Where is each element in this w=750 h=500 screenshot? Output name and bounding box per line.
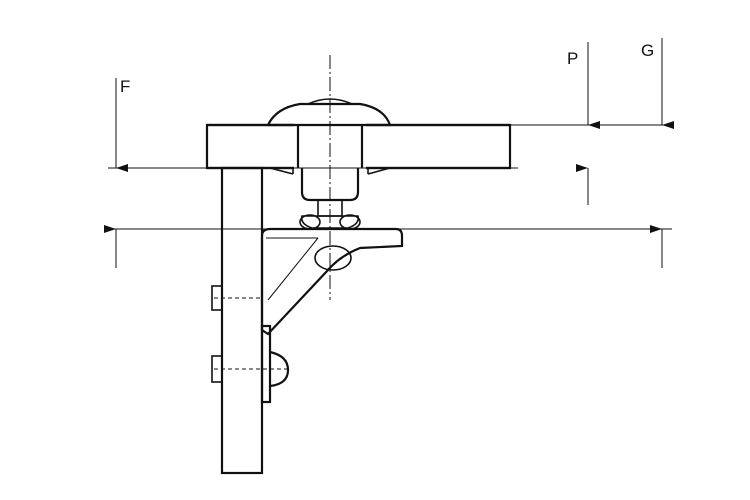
dimension-p: P [567, 42, 600, 205]
extension-lines [108, 124, 672, 230]
receptacle-bracket [260, 227, 404, 336]
frame-member [220, 166, 272, 475]
dimension-f: F [104, 77, 130, 268]
rivets [211, 285, 290, 388]
dimension-g: G [641, 38, 674, 268]
dimension-p-label: P [567, 49, 578, 68]
dimension-f-label: F [120, 77, 130, 96]
panel-section [205, 121, 512, 170]
dimension-g-label: G [641, 41, 654, 60]
